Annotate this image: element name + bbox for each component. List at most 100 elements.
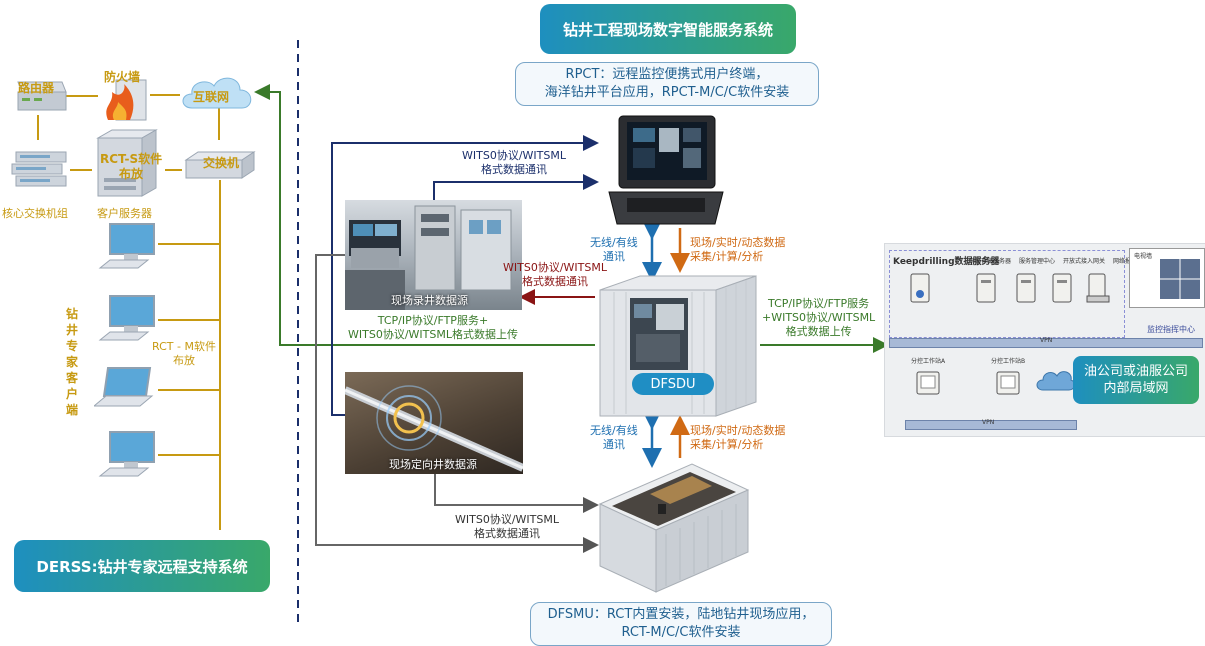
wireless-bottom-label: 无线/有线 通讯 <box>590 424 638 452</box>
desktop-pc-icon <box>98 223 155 269</box>
wits-red-line2: 格式数据通讯 <box>521 275 588 288</box>
router-label: 路由器 <box>18 81 55 95</box>
derss-title: DERSS:钻井专家远程支持系统 <box>14 540 270 592</box>
server-icon <box>910 273 930 303</box>
collect-bottom-label: 现场/实时/动态数据 采集/计算/分析 <box>690 424 785 452</box>
dfsmu-container-image <box>598 463 750 593</box>
collect-top-line2: 采集/计算/分析 <box>690 250 764 263</box>
core-switch-label: 核心交换机组 <box>2 207 68 220</box>
server-group <box>889 250 1125 338</box>
expert-client-char: 家 <box>65 355 78 369</box>
dfsmu-note: DFSMU：RCT内置安装，陆地钻井现场应用， RCT-M/C/C软件安装 <box>530 602 832 646</box>
collect-top-label: 现场/实时/动态数据 采集/计算/分析 <box>690 236 785 264</box>
collect-bottom-line1: 现场/实时/动态数据 <box>690 424 786 437</box>
vpn-label: VPN <box>1040 337 1053 344</box>
workstation-icon <box>916 371 940 395</box>
core-switch-icon <box>11 151 67 187</box>
laptop-icon <box>94 367 154 407</box>
switch-icon <box>184 151 256 179</box>
directional-source-caption: 现场定向井数据源 <box>389 458 477 471</box>
dfsdu-container-image <box>599 275 757 417</box>
server-icon <box>1052 273 1072 303</box>
tcp-right-label: TCP/IP协议/FTP服务 +WITS0协议/WITSML 格式数据上传 <box>762 297 875 339</box>
workstation-a-label: 分控工作站A <box>911 358 946 365</box>
wits-red-label: WITS0协议/WITSML 格式数据通讯 <box>503 261 607 289</box>
vpn-label: VPN <box>982 419 995 426</box>
workstation-icon <box>996 371 1020 395</box>
tcp-left-line1: TCP/IP协议/FTP服务+ <box>377 314 489 327</box>
server-icon <box>1016 273 1036 303</box>
directional-source-photo: 现场定向井数据源 <box>345 372 523 474</box>
rct-m-line1: RCT - M软件 <box>152 340 216 353</box>
dfsdu-label: DFSDU <box>632 373 714 395</box>
logging-source-photo: 现场录井数据源 <box>345 200 522 310</box>
rct-s-line1: RCT-S软件 <box>100 152 163 166</box>
wireless-bottom-line1: 无线/有线 <box>590 424 638 437</box>
system-title: 钻井工程现场数字智能服务系统 <box>540 4 796 54</box>
vpn-bar-bottom: VPN <box>905 419 1077 430</box>
wits-bottom-line2: 格式数据通讯 <box>473 527 540 540</box>
server-icon <box>96 129 158 197</box>
logging-source-caption: 现场录井数据源 <box>391 294 468 307</box>
oil-company-line1: 油公司或油服公司 <box>1083 364 1188 379</box>
rpct-note-line1: RPCT：远程监控便携式用户终端， <box>565 67 769 82</box>
expert-client-char: 井 <box>65 323 78 337</box>
server-label: 服务管理中心 <box>1019 258 1056 265</box>
server-label: 开放式接入网关 <box>1063 258 1106 265</box>
tcp-right-line3: 格式数据上传 <box>785 325 852 338</box>
switch-label: 交换机 <box>203 156 240 170</box>
server-labels: 网络存储服务器 服务管理中心 开放式接入网关 网络报警主机 <box>969 256 1149 265</box>
wits-bottom-line1: WITS0协议/WITSML <box>455 513 559 526</box>
oil-company-panel: Keepdrilling数据服务器 网络存储服务器 服务管理中心 开放式接入网关… <box>884 243 1205 437</box>
desktop-pc-icon <box>98 295 155 341</box>
collect-bottom-line2: 采集/计算/分析 <box>690 438 764 451</box>
rct-m-label: RCT - M软件 布放 <box>152 340 216 368</box>
wireless-top-line2: 通讯 <box>602 250 625 263</box>
collect-top-line1: 现场/实时/动态数据 <box>690 236 786 249</box>
wireless-top-label: 无线/有线 通讯 <box>590 236 638 264</box>
dfsmu-note-line2: RCT-M/C/C软件安装 <box>621 625 741 640</box>
wits-top-line1: WITS0协议/WITSML <box>462 149 566 162</box>
wits-top-line2: 格式数据通讯 <box>480 163 547 176</box>
video-wall: 电视墙 <box>1129 248 1205 308</box>
desktop-pc-icon <box>98 431 155 477</box>
monitor-center-label: 监控指挥中心 <box>1147 325 1195 334</box>
tcp-right-line2: +WITS0协议/WITSML <box>762 311 876 324</box>
expert-client-char: 钻 <box>65 307 78 321</box>
expert-client-char: 户 <box>65 387 78 401</box>
internet-label: 互联网 <box>193 90 230 104</box>
expert-client-char: 专 <box>65 339 78 353</box>
workstation-b-label: 分控工作站B <box>991 358 1026 365</box>
wits-red-line1: WITS0协议/WITSML <box>503 261 607 274</box>
client-server-label: 客户服务器 <box>97 207 152 220</box>
rpct-note: RPCT：远程监控便携式用户终端， 海洋钻井平台应用，RPCT-M/C/C软件安… <box>515 62 819 106</box>
rct-m-line2: 布放 <box>172 354 195 367</box>
rpct-note-line2: 海洋钻井平台应用，RPCT-M/C/C软件安装 <box>544 85 790 100</box>
wireless-top-line1: 无线/有线 <box>590 236 638 249</box>
expert-client-char: 客 <box>65 371 78 385</box>
tcp-left-line2: WITS0协议/WITSML格式数据上传 <box>348 328 518 341</box>
wits-top-label: WITS0协议/WITSML 格式数据通讯 <box>462 149 566 177</box>
keepdrilling-label: Keepdrilling数据服务器 <box>893 257 1000 267</box>
oil-company-line2: 内部局域网 <box>1103 381 1169 396</box>
wits-bottom-label: WITS0协议/WITSML 格式数据通讯 <box>455 513 559 541</box>
vpn-bar-top: VPN <box>889 337 1203 348</box>
expert-client-char: 端 <box>65 403 78 417</box>
video-wall-label: 电视墙 <box>1134 253 1153 260</box>
tcp-left-label: TCP/IP协议/FTP服务+ WITS0协议/WITSML格式数据上传 <box>348 314 518 342</box>
dfsmu-note-line1: DFSMU：RCT内置安装，陆地钻井现场应用， <box>547 607 815 622</box>
logging-room-drawing <box>345 205 512 310</box>
server-label: 网络存储服务器 <box>969 258 1012 265</box>
directional-drill-drawing <box>345 385 523 472</box>
cloud-icon <box>1036 371 1075 391</box>
cloud-icon <box>182 77 252 109</box>
rct-s-label: RCT-S软件 布放 <box>100 152 162 182</box>
printer-icon <box>1086 273 1110 303</box>
rugged-laptop-image <box>608 115 724 225</box>
tcp-right-line1: TCP/IP协议/FTP服务 <box>768 297 870 310</box>
video-wall-screens <box>1160 259 1200 299</box>
expert-client-label: 钻 井 专 家 客 户 端 <box>64 306 80 418</box>
server-icon <box>976 273 996 303</box>
wireless-bottom-line2: 通讯 <box>602 438 625 451</box>
